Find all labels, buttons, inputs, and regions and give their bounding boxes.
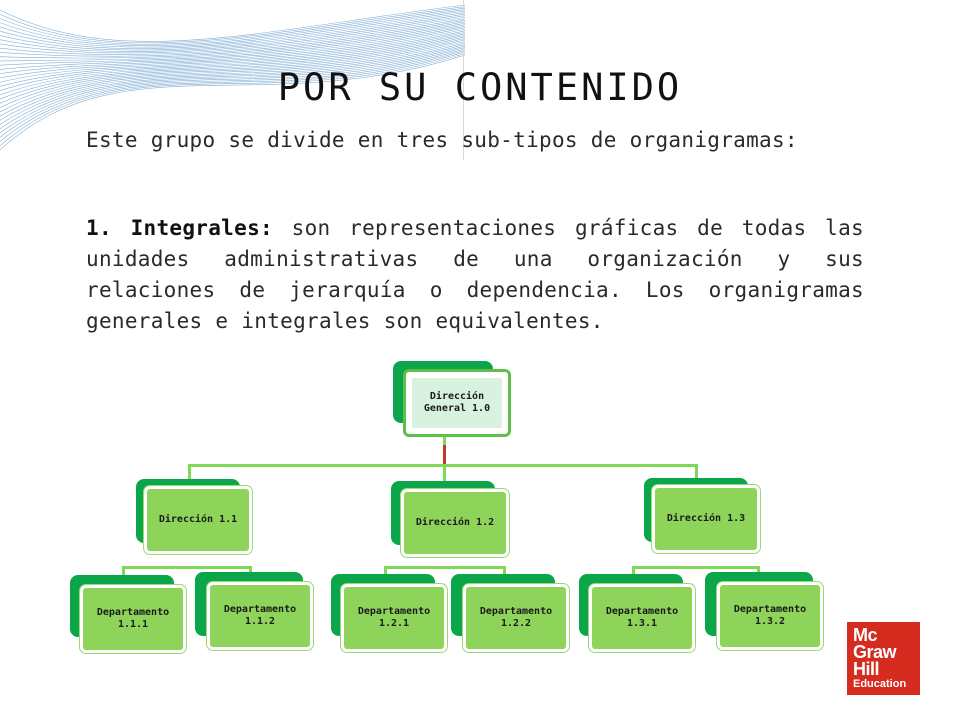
wave-line xyxy=(0,54,465,151)
node-departamento-1-3-1-label: Departamento 1.3.1 xyxy=(605,606,679,629)
node-departamento-1-3-1: Departamento 1.3.1 xyxy=(579,574,701,656)
drop-direccion-1-2 xyxy=(443,464,446,486)
node-departamento-1-1-1-label: Departamento 1.1.1 xyxy=(96,607,170,630)
wave-line xyxy=(0,33,465,91)
node-departamento-1-2-2: Departamento 1.2.2 xyxy=(451,574,573,656)
wave-line xyxy=(0,6,465,44)
wave-line xyxy=(0,39,465,108)
wave-line xyxy=(0,21,465,59)
wave-line xyxy=(0,7,465,45)
item1-paragraph: 1. Integrales: son representaciones gráf… xyxy=(86,213,864,337)
wave-line xyxy=(0,28,465,79)
mcgraw-hill-logo: Mc Graw Hill Education xyxy=(847,622,920,695)
wave-frame-edge xyxy=(463,0,464,160)
item1-text: son representaciones gráficas de todas l… xyxy=(86,216,864,333)
wave-line xyxy=(0,16,465,54)
node-direccion-1-2-label: Dirección 1.2 xyxy=(415,517,495,528)
node-departamento-1-2-2-label: Departamento 1.2.2 xyxy=(479,606,553,629)
node-departamento-1-1-2-label: Departamento 1.1.2 xyxy=(223,604,297,627)
node-departamento-1-3-2-label: Departamento 1.3.2 xyxy=(733,604,807,627)
node-direccion-1-2: Dirección 1.2 xyxy=(391,481,513,561)
node-departamento-1-1-1: Departamento 1.1.1 xyxy=(70,575,192,657)
node-departamento-1-3-2: Departamento 1.3.2 xyxy=(705,572,829,656)
wave-line xyxy=(0,18,465,55)
wave-line xyxy=(0,15,465,52)
dept-bus-3 xyxy=(632,566,760,569)
node-direccion-general-label: Dirección General 1.0 xyxy=(412,378,502,428)
wave-line xyxy=(0,41,465,113)
logo-line-3: Hill xyxy=(853,659,880,679)
item1-label: 1. Integrales: xyxy=(86,216,273,240)
logo-line-1: Mc xyxy=(853,625,878,645)
wave-line xyxy=(0,19,465,57)
node-departamento-1-2-1-label: Departamento 1.2.1 xyxy=(357,606,431,629)
wave-line xyxy=(0,22,465,62)
wave-line xyxy=(0,25,465,70)
wave-line xyxy=(0,53,465,146)
slide-title: POR SU CONTENIDO xyxy=(277,66,683,109)
wave-line xyxy=(0,38,465,104)
dept-drop-3-1 xyxy=(632,566,635,577)
logo-line-2: Graw xyxy=(853,642,897,662)
dept-bus-2 xyxy=(384,566,506,569)
node-direccion-1-3: Dirección 1.3 xyxy=(644,478,766,558)
node-direccion-1-1-label: Dirección 1.1 xyxy=(158,514,238,525)
wave-line xyxy=(0,50,465,138)
dept-drop-2-1 xyxy=(384,566,387,577)
wave-line xyxy=(0,35,465,96)
root-connector-accent xyxy=(443,445,446,465)
logo-line-4: Education xyxy=(853,678,907,690)
wave-line xyxy=(0,4,465,42)
drop-direccion-1-3 xyxy=(695,464,698,484)
dept-drop-3-2 xyxy=(757,566,760,574)
wave-background xyxy=(0,4,465,151)
node-direccion-general: Dirección General 1.0 xyxy=(393,361,511,439)
node-direccion-1-3-label: Dirección 1.3 xyxy=(666,513,746,524)
drop-direccion-1-1 xyxy=(188,464,191,484)
wave-line xyxy=(0,47,465,130)
dept-drop-2-2 xyxy=(503,566,506,577)
dept-drop-1-2 xyxy=(249,566,252,574)
node-departamento-1-2-1: Departamento 1.2.1 xyxy=(331,574,453,656)
intro-paragraph: Este grupo se divide en tres sub-tipos d… xyxy=(86,128,798,152)
node-departamento-1-1-2: Departamento 1.1.2 xyxy=(195,572,319,656)
dept-drop-1-1 xyxy=(122,566,125,578)
wave-line xyxy=(0,13,465,51)
wave-line xyxy=(0,10,465,48)
wave-line xyxy=(0,51,465,142)
wave-line xyxy=(0,45,465,125)
wave-line xyxy=(0,9,465,46)
wave-line xyxy=(0,44,465,121)
wave-line xyxy=(0,30,465,83)
wave-line xyxy=(0,36,465,100)
wave-line xyxy=(0,31,465,87)
dept-bus-1 xyxy=(122,566,252,569)
wave-line xyxy=(0,24,465,66)
wave-line xyxy=(0,48,465,134)
node-direccion-1-1: Dirección 1.1 xyxy=(136,479,254,559)
wave-line xyxy=(0,42,465,117)
wave-line xyxy=(0,27,465,74)
wave-line xyxy=(0,12,465,49)
